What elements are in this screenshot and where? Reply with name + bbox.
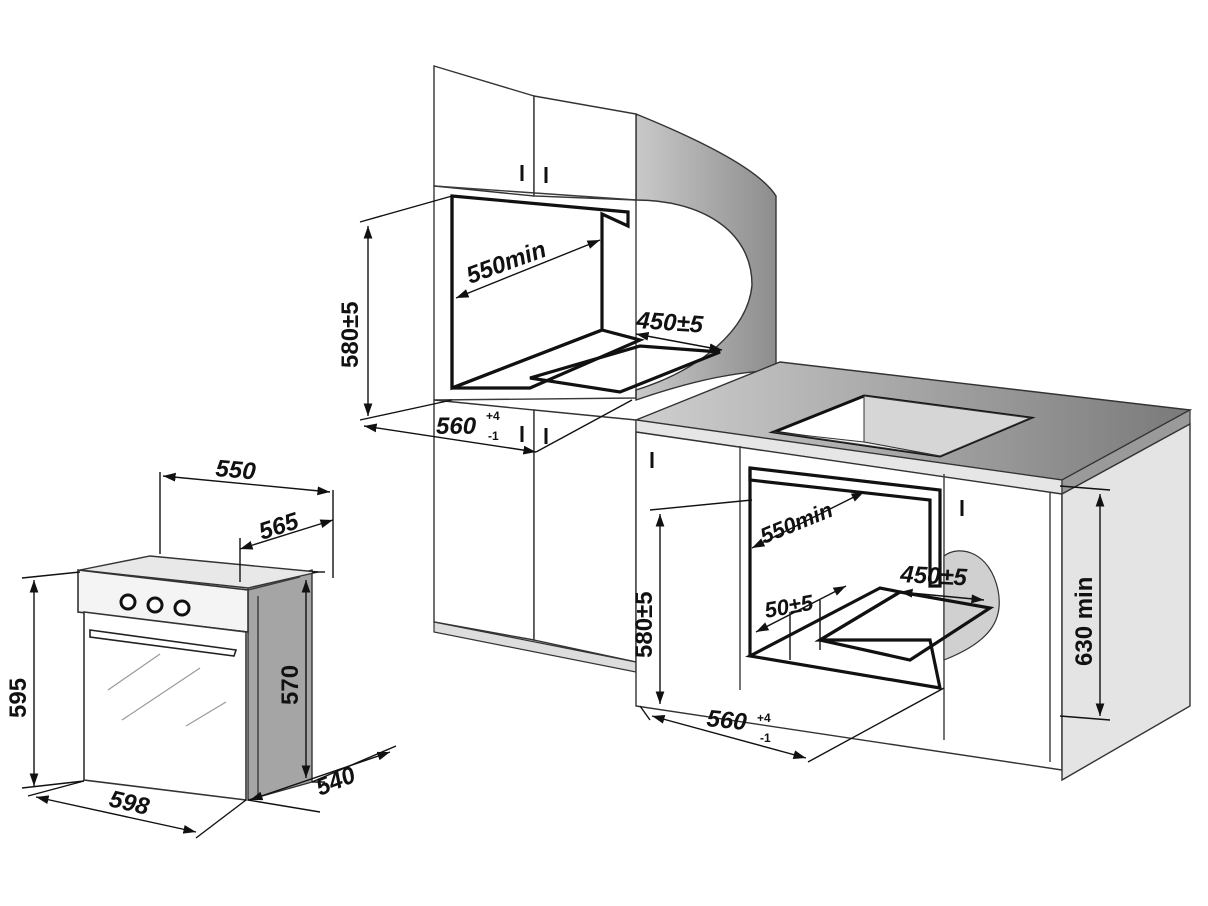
- oven-depth-top-label: 565: [256, 507, 303, 545]
- under-rear-opening-label: 450±5: [899, 561, 969, 592]
- tall-cabinet: 550min 580±5 450±5 560 +4 -1: [337, 65, 777, 673]
- oven-unit: 550 565 595 570 598 540: [5, 455, 397, 839]
- upper-cabinet-right: [533, 95, 637, 201]
- under-width-sup-top: +4: [757, 711, 771, 725]
- door-glass-reflections: [107, 653, 227, 727]
- oven-handle: [89, 629, 238, 657]
- lower-cabinet-right: [533, 409, 637, 663]
- tall-width-sup-top: +4: [486, 409, 500, 423]
- upper-cabinet-left: [433, 65, 535, 197]
- knob-1-icon: [119, 593, 137, 611]
- tall-height-label: 580±5: [337, 301, 364, 368]
- tall-width-sup-bottom: -1: [488, 429, 499, 443]
- oven-dimension-lines: [21, 472, 397, 839]
- oven-height-label: 595: [5, 678, 32, 718]
- under-width-label: 560: [705, 705, 748, 736]
- under-width-sup-bottom: -1: [760, 731, 771, 745]
- oven-width-top-label: 550: [214, 455, 257, 485]
- oven-body-height-label: 570: [277, 665, 304, 705]
- knob-3-icon: [173, 599, 191, 617]
- under-counter-cabinet: 550min 580±5 50±5 450±5 630 min 560 +4 -…: [631, 361, 1193, 782]
- tall-dimension-lines: [359, 195, 723, 455]
- tall-depth-label: 550min: [463, 236, 550, 290]
- under-height-label: 580±5: [631, 591, 658, 658]
- tall-width-label: 560: [436, 413, 477, 440]
- oven-depth-side-label: 540: [312, 761, 360, 801]
- under-total-height-label: 630 min: [1071, 577, 1098, 666]
- oven-width-front-label: 598: [107, 786, 153, 821]
- knob-2-icon: [146, 596, 164, 614]
- under-dimension-lines: [639, 485, 1111, 763]
- tall-rear-opening-label: 450±5: [635, 307, 705, 339]
- tall-niche-outline: [450, 194, 630, 391]
